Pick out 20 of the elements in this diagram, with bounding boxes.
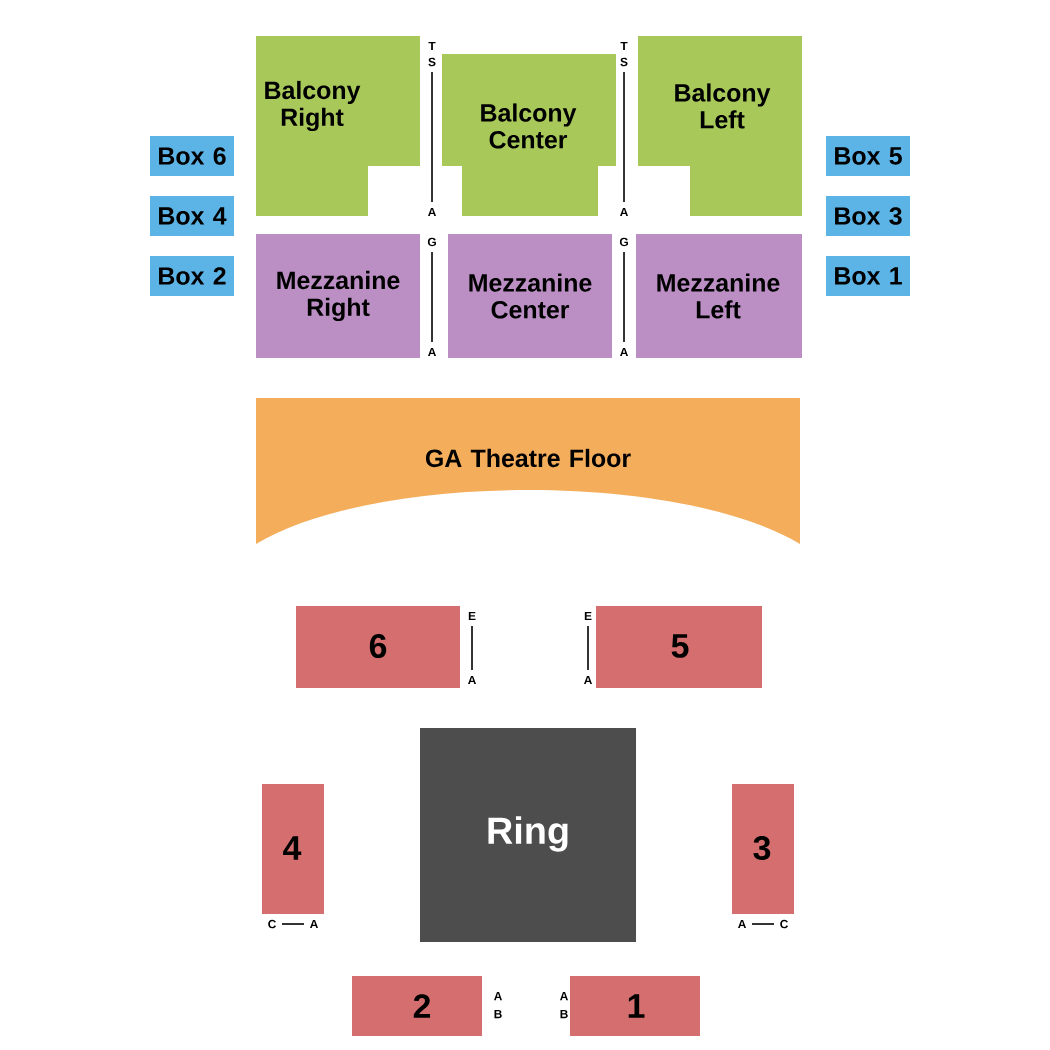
mezzanine-section: Mezzanine Right bbox=[256, 234, 420, 358]
balcony-section: Balcony Right bbox=[256, 36, 420, 216]
floor-section: GA Theatre Floor bbox=[256, 398, 800, 544]
box-section: Box 6 bbox=[150, 136, 234, 176]
mezzanine-section: Mezzanine Left bbox=[636, 234, 802, 358]
seating-section: 6 bbox=[296, 606, 460, 688]
box-section: Box 2 bbox=[150, 256, 234, 296]
seating-section: 1 bbox=[570, 976, 700, 1036]
seating-section: 2 bbox=[352, 976, 482, 1036]
seating-section: 3 bbox=[732, 784, 794, 914]
seating-section: 4 bbox=[262, 784, 324, 914]
balcony-section: Balcony Left bbox=[638, 36, 802, 216]
box-section: Box 3 bbox=[826, 196, 910, 236]
seating-section: 5 bbox=[596, 606, 762, 688]
balcony-section: Balcony Center bbox=[442, 54, 616, 216]
ring-stage: Ring bbox=[420, 728, 636, 942]
box-section: Box 5 bbox=[826, 136, 910, 176]
mezzanine-section: Mezzanine Center bbox=[448, 234, 612, 358]
box-section: Box 4 bbox=[150, 196, 234, 236]
box-section: Box 1 bbox=[826, 256, 910, 296]
